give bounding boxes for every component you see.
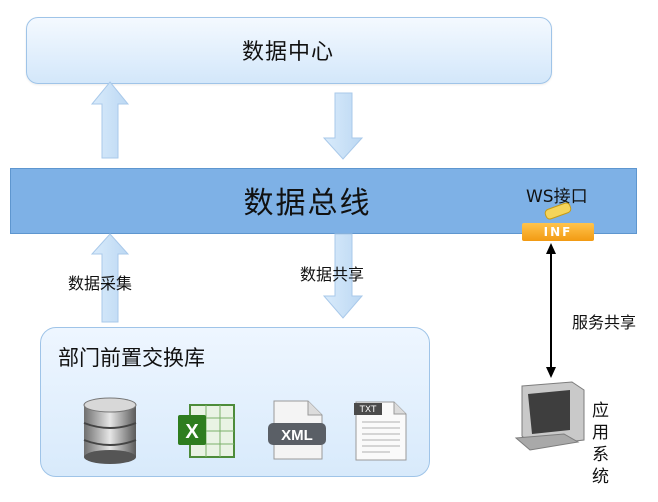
data-collect-label: 数据采集 — [68, 274, 133, 293]
service-share-arrowhead-down — [546, 367, 556, 378]
arrow-up-to-center — [90, 81, 130, 159]
data-center-box — [26, 17, 552, 84]
data-bus-label: 数据总线 — [243, 186, 372, 221]
txt-text: TXT — [360, 404, 378, 414]
arrow-data-share — [322, 233, 364, 319]
inf-badge: INF — [522, 223, 594, 241]
xml-file-icon: XML — [268, 400, 326, 460]
excel-icon: X — [178, 404, 235, 458]
app-system-label: 应用系统 — [592, 401, 609, 487]
data-center-label: 数据中心 — [241, 39, 334, 65]
ws-interface-label: WS接口 — [526, 187, 588, 207]
computer-icon — [514, 381, 585, 451]
data-share-label: 数据共享 — [300, 265, 365, 284]
arrow-down-to-bus — [322, 92, 364, 160]
exchange-lib-label: 部门前置交换库 — [58, 346, 205, 370]
txt-file-icon: TXT — [354, 401, 407, 461]
database-icon — [83, 397, 137, 464]
service-share-arrowhead-up — [546, 243, 556, 254]
arrow-data-collect — [90, 233, 130, 323]
service-share-label: 服务共享 — [572, 313, 637, 332]
xml-text: XML — [281, 427, 313, 444]
svg-text:X: X — [185, 421, 199, 443]
ws-interface-icon — [544, 202, 572, 220]
